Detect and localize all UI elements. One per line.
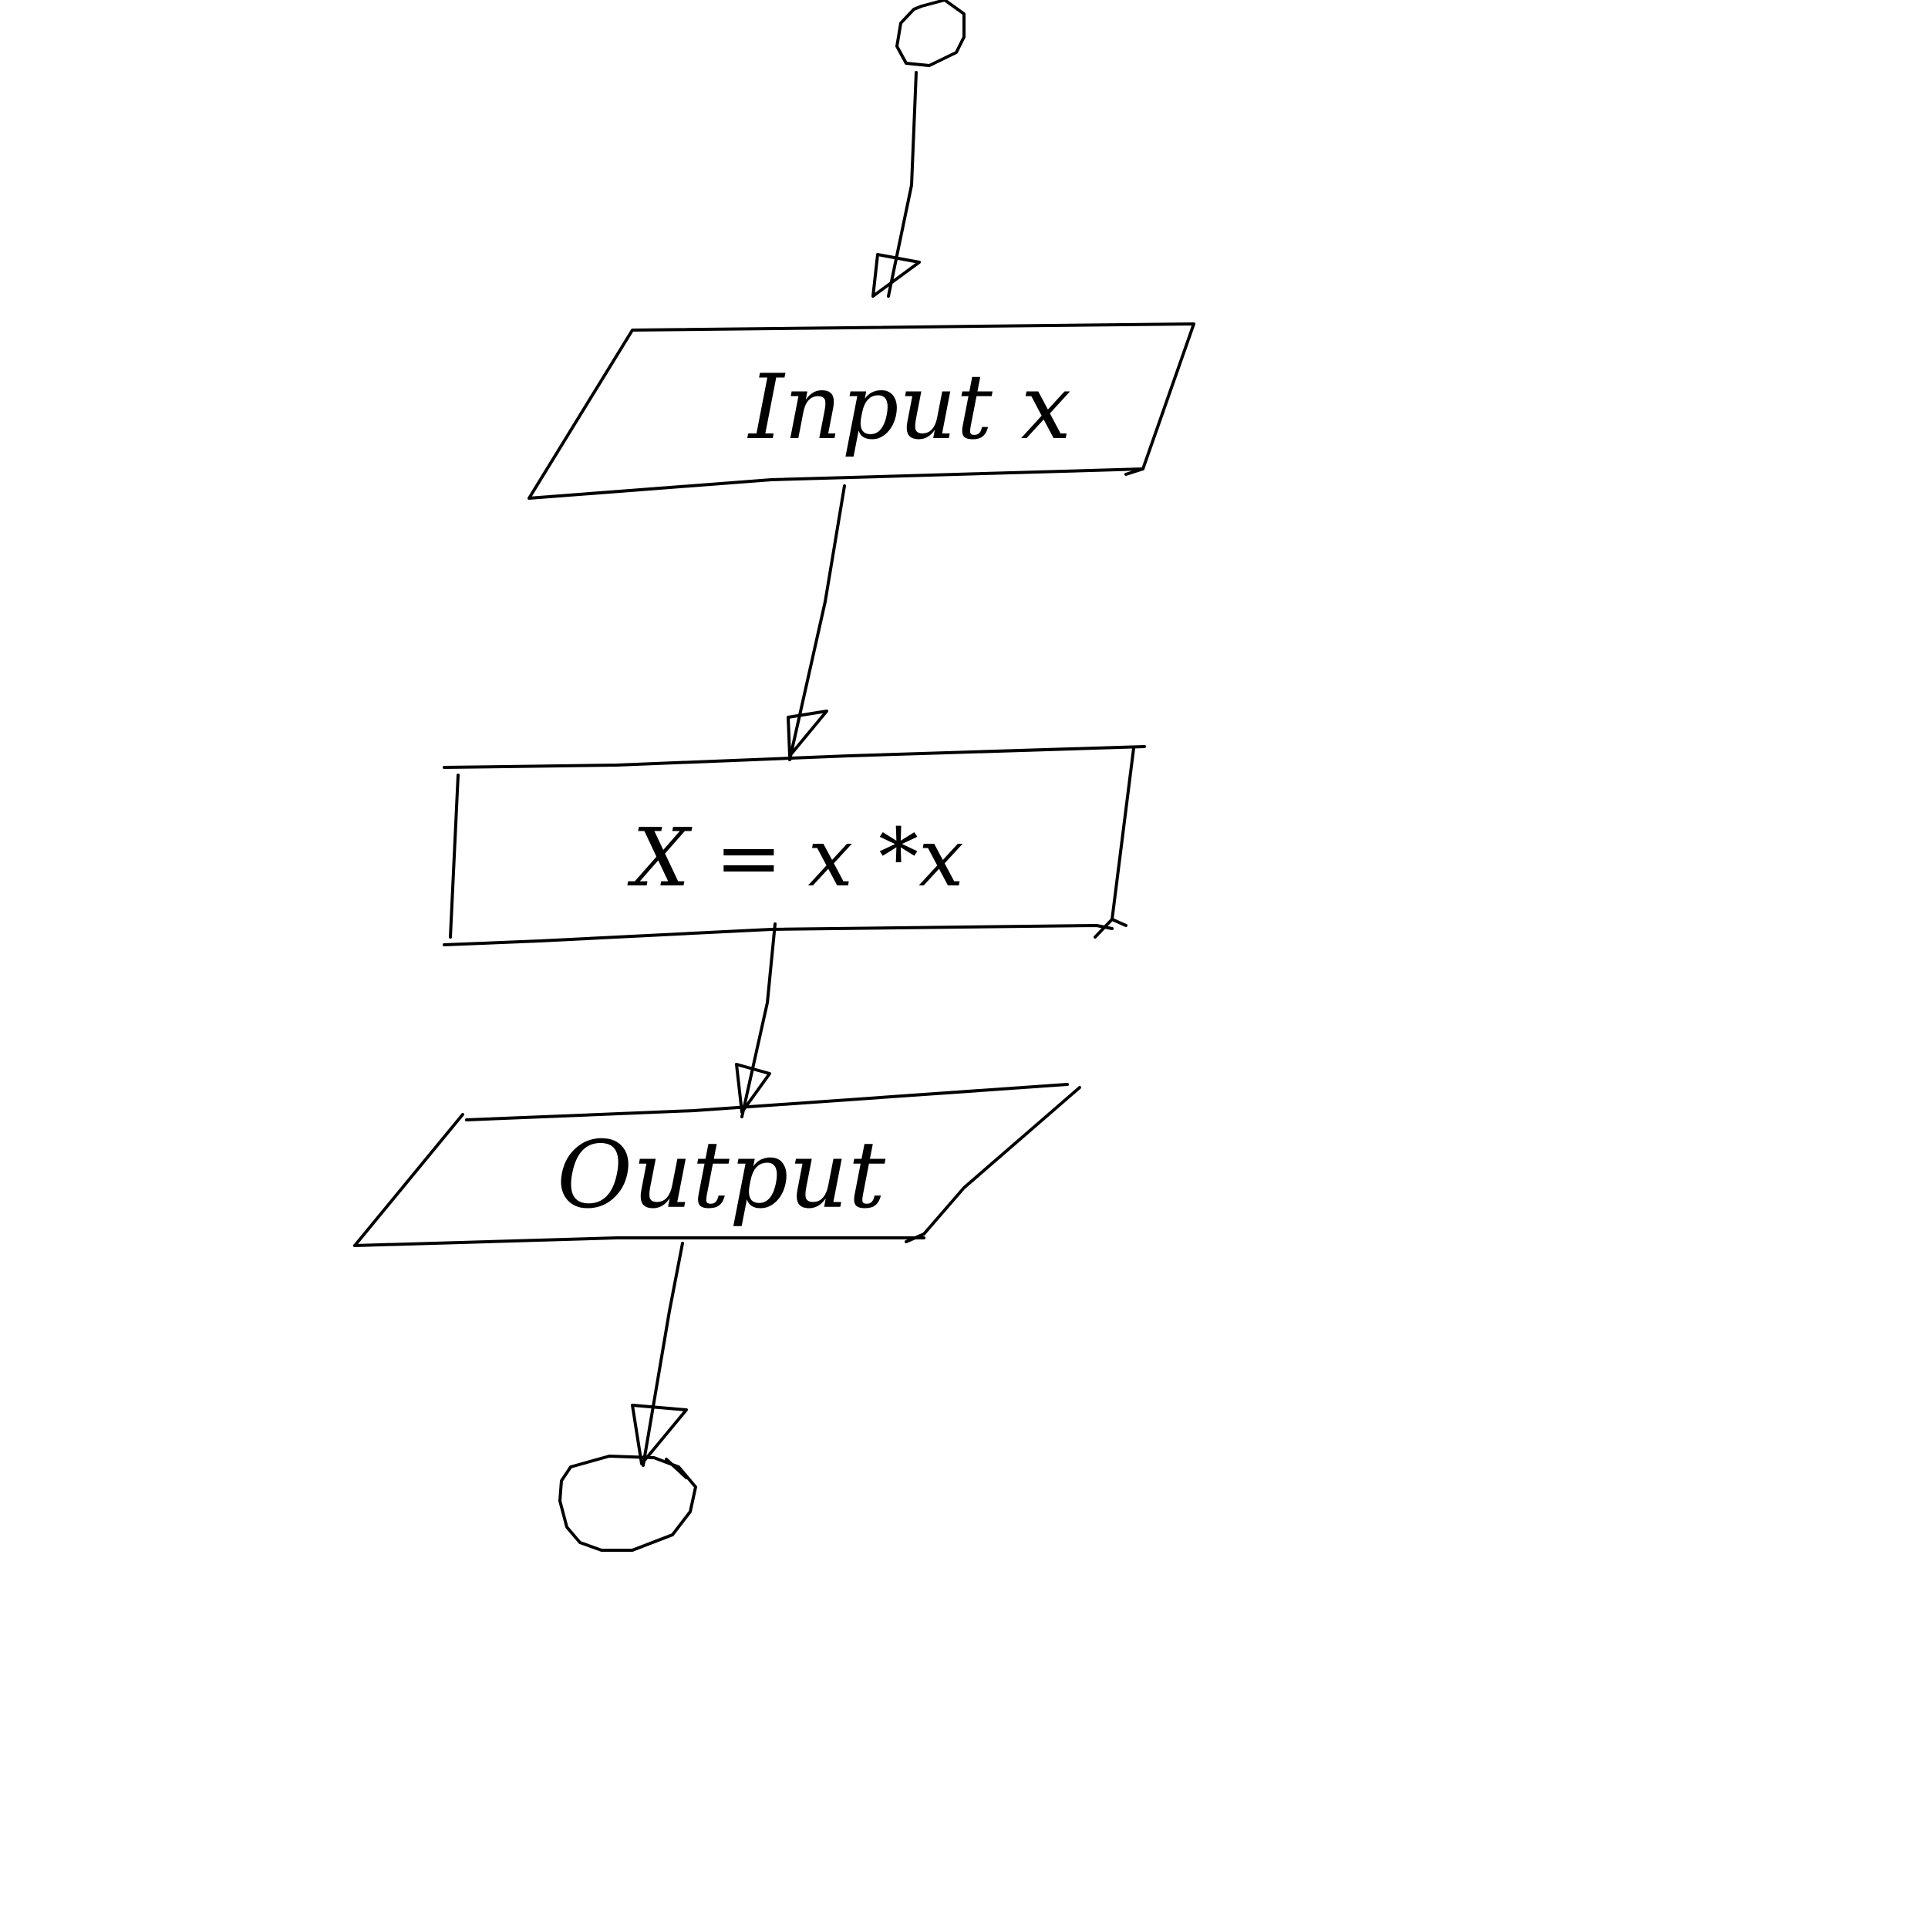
output-node: Output (353, 1083, 1081, 1247)
process-node: X = x *x (443, 745, 1146, 946)
input-node: Input x (528, 322, 1195, 500)
process-node-label: X = x *x (627, 811, 964, 905)
arrow-start-to-input (871, 71, 921, 298)
start-terminal (895, 0, 966, 67)
arrow-input-to-process (787, 484, 846, 761)
input-node-label: Input x (747, 356, 1071, 460)
end-terminal (558, 1455, 697, 1552)
arrow-process-to-output (735, 922, 777, 1118)
arrow-output-to-end (631, 1242, 688, 1467)
output-node-label: Output (557, 1122, 886, 1229)
